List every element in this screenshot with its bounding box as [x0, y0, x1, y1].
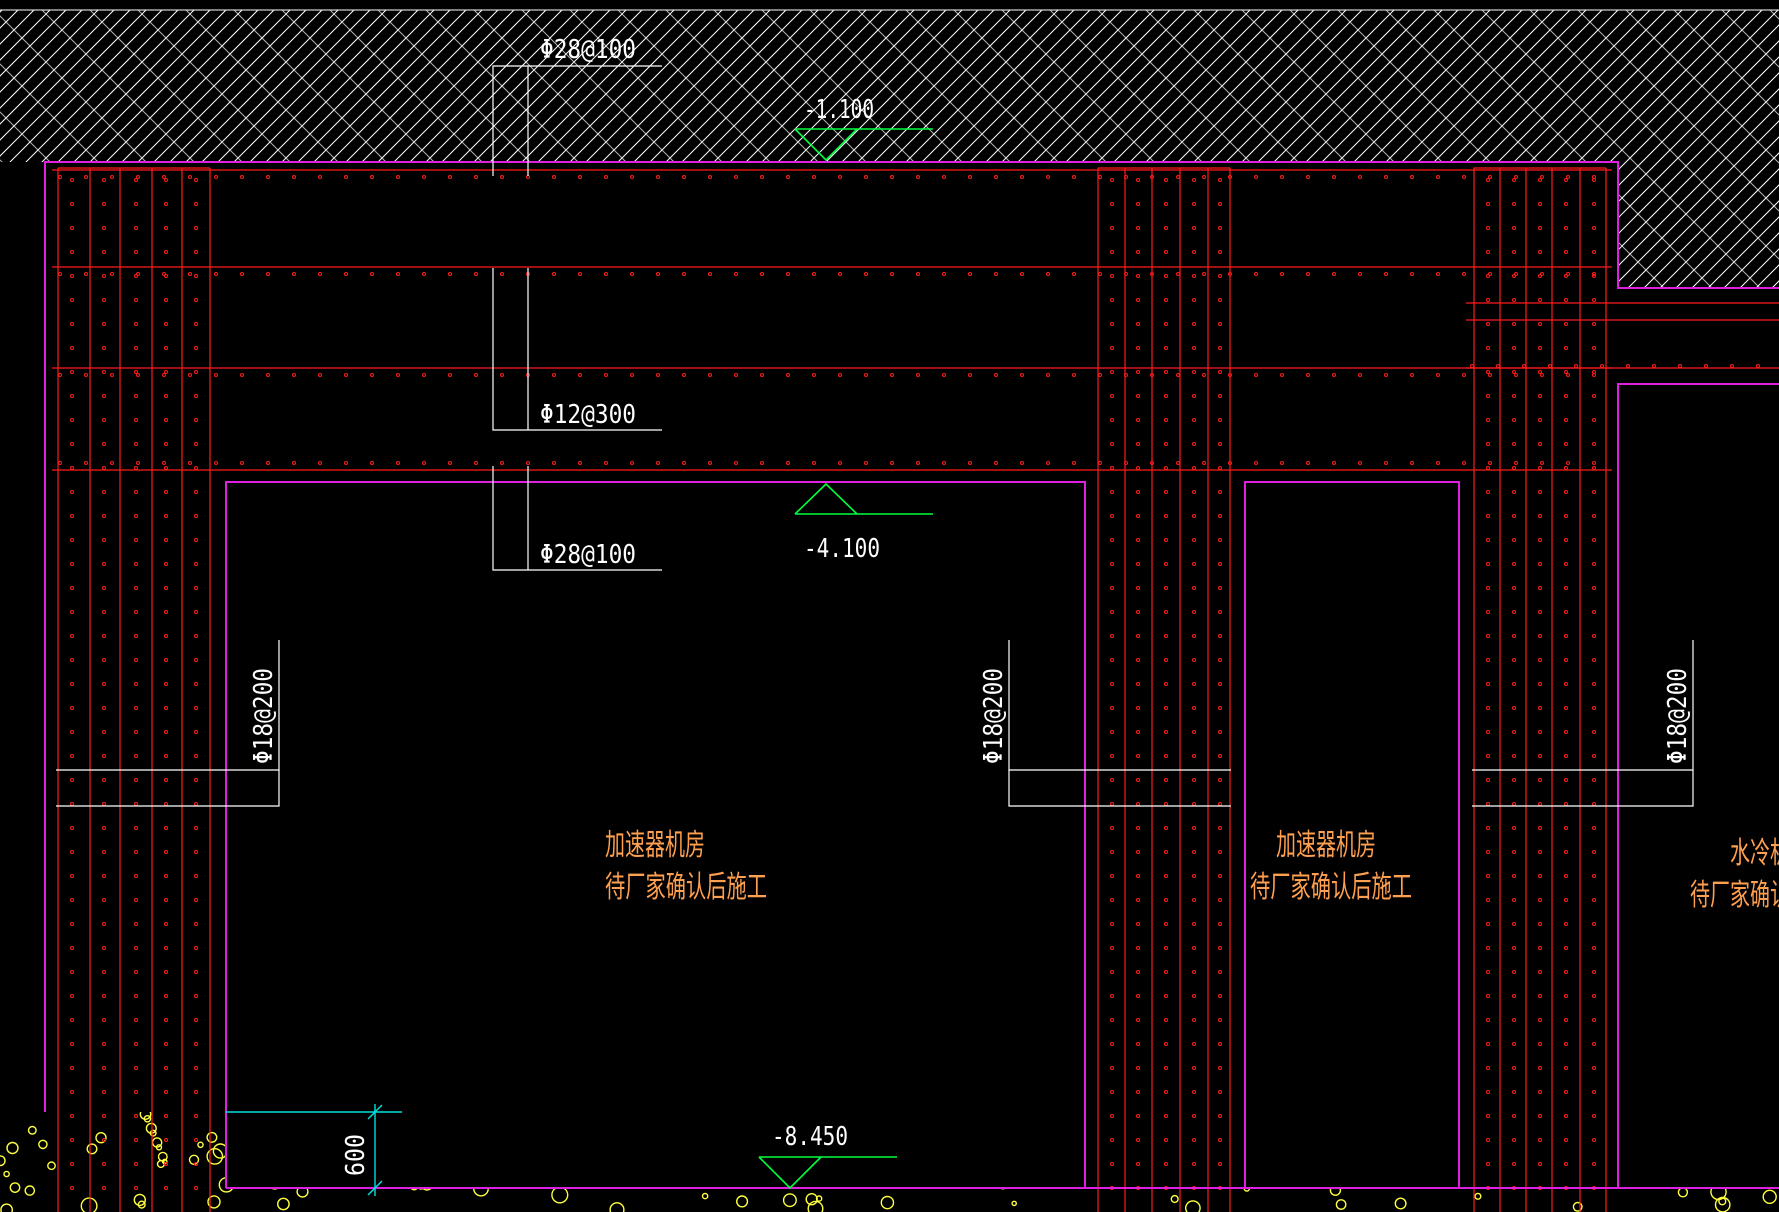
- elevation-floor-symbol: [758, 1156, 897, 1190]
- elevation-slab-symbol: [794, 482, 933, 515]
- dimension-label: 600: [341, 1134, 371, 1176]
- rebar-layout: [52, 167, 1779, 1212]
- wall-middle-rebar-label: Φ18@200: [979, 668, 1009, 764]
- room-1-note: 待厂家确认后施工: [605, 870, 767, 905]
- slab-top-rebar-label: Φ28@100: [540, 35, 636, 65]
- room-2-name: 加速器机房: [1276, 828, 1376, 863]
- concrete-outline: [44, 161, 1779, 1189]
- wall-right-rebar-label: Φ18@200: [1663, 668, 1693, 764]
- slab-mid-rebar-label: Φ12@300: [540, 400, 636, 430]
- room-1-name: 加速器机房: [605, 828, 705, 863]
- dimension-line: [226, 1104, 402, 1196]
- elevation-floor-label: -8.450: [772, 1122, 848, 1152]
- elevation-ground-label: -1.100: [804, 95, 874, 125]
- soil-hatch: [0, 10, 1779, 288]
- rebar-dots: [58, 175, 1760, 1190]
- slab-bottom-rebar-label: Φ28@100: [540, 540, 636, 570]
- slab-leaders: [492, 65, 662, 571]
- elevation-slab-label: -4.100: [804, 534, 880, 564]
- room-3-note: 待厂家确认: [1690, 878, 1779, 913]
- room-2-note: 待厂家确认后施工: [1250, 870, 1412, 905]
- room-3-name: 水冷机: [1730, 836, 1779, 871]
- wall-leaders: [56, 640, 1694, 807]
- gravel-bed: [0, 1112, 1779, 1212]
- wall-left-rebar-label: Φ18@200: [249, 668, 279, 764]
- elevation-ground-symbol: [794, 128, 933, 162]
